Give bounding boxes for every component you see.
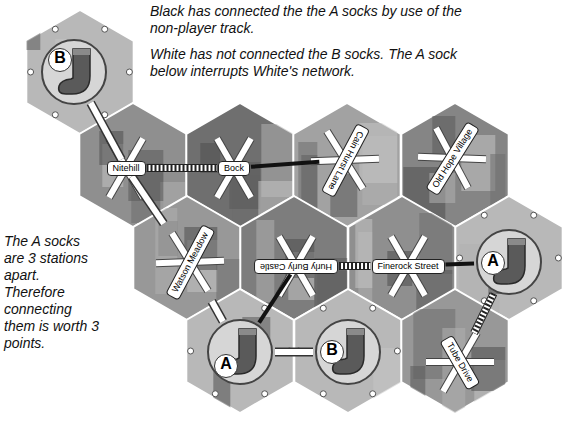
peg-hole — [320, 305, 326, 311]
sock-cuff — [508, 239, 525, 245]
track-ties — [339, 263, 370, 269]
sock-disc — [208, 320, 272, 384]
station-name: Old Hope Village — [430, 127, 475, 190]
station-label: Watson Meadow — [165, 224, 215, 301]
peg-hole — [457, 255, 463, 261]
peg-hole — [262, 391, 268, 397]
peg-hole — [102, 26, 108, 32]
white-track — [275, 352, 313, 353]
photo-texture — [410, 309, 505, 421]
sock-disc — [42, 40, 106, 104]
track-outline — [212, 301, 223, 321]
sock-outline — [206, 318, 274, 386]
note-text: White has not connected the B socks. The… — [150, 46, 457, 79]
non-player-track — [339, 266, 370, 267]
peg-hole — [188, 348, 194, 354]
rules-note: White has not connected the B socks. The… — [150, 46, 470, 80]
white-track — [212, 301, 223, 321]
sock-token: B — [40, 38, 108, 106]
track-outline — [132, 177, 164, 224]
station-label: Bock — [218, 161, 250, 176]
rules-note: Black has connected the the A socks by u… — [150, 3, 470, 37]
note-text: The A socks are 3 stations apart. Theref… — [4, 233, 99, 351]
black-track — [251, 162, 319, 167]
photo-shape — [410, 366, 425, 421]
track-outline — [91, 103, 122, 160]
station-bar — [217, 139, 251, 198]
non-player-track — [147, 168, 217, 169]
sock-token: B — [314, 318, 382, 386]
rules-note: The A socks are 3 stations apart. Theref… — [4, 233, 100, 352]
sock-disc — [316, 320, 380, 384]
station-bar-outline — [217, 139, 251, 198]
station-label: Cain Hurst Lane — [320, 122, 369, 197]
sock-cuff — [347, 329, 364, 335]
sock-letter: B — [320, 340, 344, 364]
peg-hole — [126, 69, 132, 75]
station-name: Hurly Burly Castle — [260, 261, 332, 272]
black-track — [446, 263, 474, 264]
track-ties — [474, 293, 494, 333]
sock-outline — [40, 38, 108, 106]
station-label: Finerock Street — [372, 259, 445, 274]
track-fill — [275, 349, 313, 355]
track-fill — [147, 165, 217, 171]
station-label: Old Hope Village — [425, 120, 480, 195]
track-fill — [474, 293, 494, 333]
track-fill — [212, 301, 223, 321]
track-outline — [275, 348, 313, 357]
peg-hole — [555, 255, 561, 261]
station-name: Tube Drive — [444, 340, 475, 383]
peg-hole — [394, 348, 400, 354]
sock-letter: B — [48, 48, 72, 72]
sock-cuff — [73, 49, 90, 55]
track-outline — [474, 293, 494, 333]
peg-hole — [531, 212, 537, 218]
track-fill — [339, 263, 370, 269]
station-name: Watson Meadow — [169, 230, 210, 294]
peg-hole — [320, 391, 326, 397]
peg-hole — [531, 298, 537, 304]
station-name: Cain Hurst Lane — [325, 129, 365, 192]
station-label: Nitehill — [107, 161, 146, 176]
peg-hole — [370, 305, 376, 311]
track-fill — [446, 263, 474, 264]
black-track — [259, 275, 290, 323]
sock-disc — [477, 230, 541, 294]
peg-hole — [28, 69, 34, 75]
white-track — [132, 177, 164, 224]
track-outline — [339, 262, 370, 270]
station-name: Finerock Street — [378, 261, 439, 272]
station-bar — [217, 139, 251, 198]
peg-hole — [52, 26, 58, 32]
sock-letter: A — [214, 354, 238, 378]
sock-token: A — [206, 318, 274, 386]
track-fill — [91, 103, 122, 160]
track-fill — [132, 177, 164, 224]
track-fill — [251, 162, 319, 167]
sock-token: A — [475, 228, 543, 296]
peg-hole — [370, 391, 376, 397]
track-fill — [259, 275, 290, 323]
station-label: Tube Drive — [439, 334, 480, 390]
photo-shape — [355, 219, 372, 288]
station-name: Bock — [224, 163, 244, 174]
non-player-track — [474, 293, 494, 333]
sock-cuff — [239, 329, 256, 335]
peg-hole — [212, 391, 218, 397]
station-bar-outline — [217, 139, 251, 198]
photo-shape — [26, 20, 40, 50]
station-name: Nitehill — [113, 163, 140, 174]
station-label: Hurly Burly Castle — [254, 259, 338, 274]
peg-hole — [52, 112, 58, 118]
peg-hole — [481, 212, 487, 218]
sock-letter: A — [481, 251, 505, 275]
note-text: Black has connected the the A socks by u… — [150, 3, 462, 36]
track-outline — [147, 164, 217, 172]
hex-tile — [401, 289, 508, 421]
white-track — [91, 103, 122, 160]
track-ties — [147, 165, 217, 171]
